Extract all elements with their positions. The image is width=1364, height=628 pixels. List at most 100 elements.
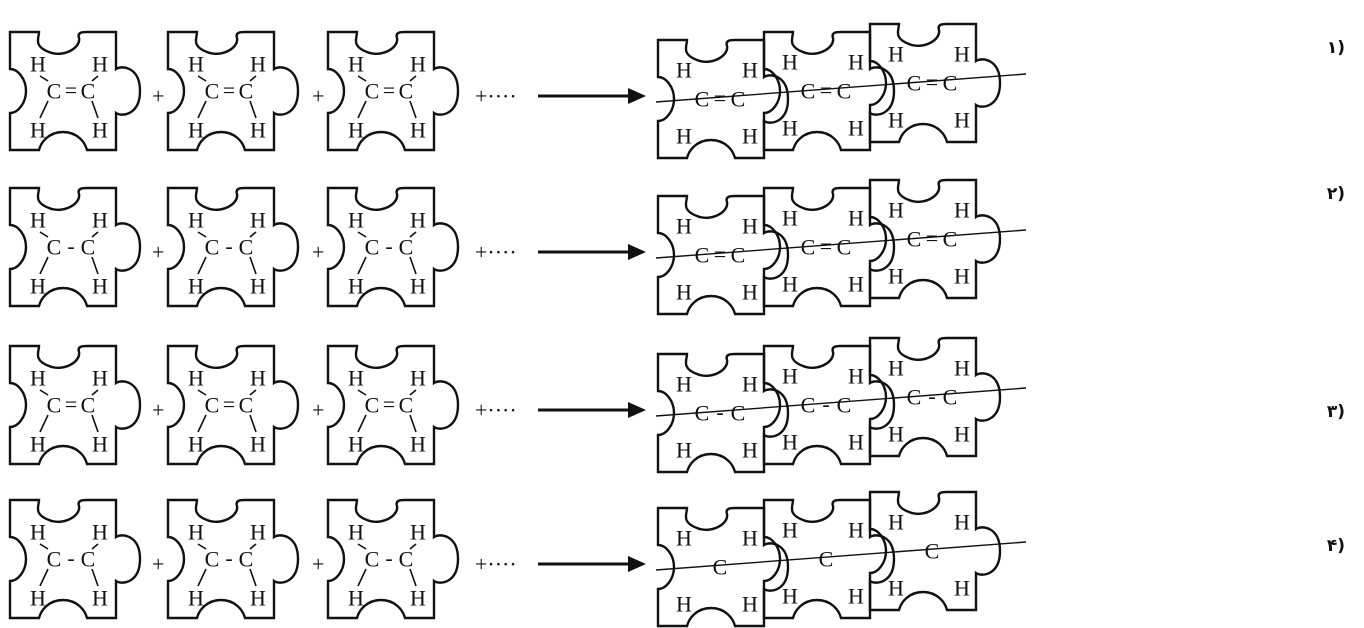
hydrogen-label: H [410, 208, 426, 233]
bond-symbol: - [67, 234, 74, 259]
hydrogen-label: H [188, 208, 204, 233]
bond-line [197, 231, 207, 238]
bond-symbol: - [225, 546, 232, 571]
carbon-label: C [399, 79, 414, 104]
polymer-piece [868, 490, 1002, 612]
chain-line [655, 541, 1027, 571]
bond-symbol: - [385, 546, 392, 571]
hydrogen-label: H [848, 518, 864, 543]
hydrogen-label: H [250, 274, 266, 299]
hydrogen-label: H [848, 116, 864, 141]
hydrogen-label: H [348, 208, 364, 233]
option-row: HHHHCC-+HHHHCC-+HHHHCC-+····HHHHCC=HHHHC… [8, 178, 1345, 316]
hydrogen-label: H [954, 108, 970, 133]
polymer-piece [762, 344, 896, 466]
carbon-label: C [81, 235, 96, 260]
hydrogen-label: H [92, 520, 108, 545]
bond-line [197, 389, 207, 396]
hydrogen-label: H [848, 584, 864, 609]
hydrogen-label: H [188, 274, 204, 299]
carbon-label: C [239, 393, 254, 418]
hydrogen-label: H [888, 264, 904, 289]
hydrogen-label: H [848, 50, 864, 75]
hydrogen-label: H [92, 432, 108, 457]
hydrogen-label: H [742, 124, 758, 149]
bond-line [197, 568, 207, 587]
carbon-label: C [205, 235, 220, 260]
hydrogen-label: H [888, 108, 904, 133]
polymer-piece [762, 186, 896, 308]
continuation-dots: +···· [475, 552, 517, 577]
plus-sign: + [312, 552, 324, 577]
hydrogen-label: H [676, 58, 692, 83]
bond-line [39, 100, 49, 119]
hydrogen-label: H [676, 280, 692, 305]
option-row: HHHHCC=+HHHHCC=+HHHHCC=+····HHHHCC-HHHHC… [8, 336, 1345, 474]
plus-sign: + [152, 552, 164, 577]
option-number: ۴) [1327, 536, 1345, 556]
hydrogen-label: H [30, 432, 46, 457]
bond-symbol: = [383, 78, 395, 103]
hydrogen-label: H [782, 364, 798, 389]
arrow-head [628, 556, 646, 572]
hydrogen-label: H [742, 438, 758, 463]
hydrogen-label: H [410, 586, 426, 611]
bond-line [409, 256, 417, 275]
hydrogen-label: H [92, 52, 108, 77]
carbon-label: C [925, 539, 940, 564]
arrow-head [628, 402, 646, 418]
hydrogen-label: H [676, 214, 692, 239]
carbon-label: C [205, 393, 220, 418]
option-number: ۲) [1327, 184, 1345, 204]
bond-line [409, 568, 417, 587]
bond-line [197, 100, 207, 119]
polymer-piece [656, 194, 790, 316]
continuation-dots: +···· [475, 240, 517, 265]
hydrogen-label: H [742, 372, 758, 397]
hydrogen-label: H [782, 116, 798, 141]
hydrogen-label: H [30, 118, 46, 143]
continuation-dots: +···· [475, 84, 517, 109]
bond-symbol: = [820, 234, 832, 259]
hydrogen-label: H [410, 118, 426, 143]
arrow-head [628, 88, 646, 104]
hydrogen-label: H [742, 214, 758, 239]
hydrogen-label: H [782, 430, 798, 455]
bond-line [357, 256, 367, 275]
polymer-piece [656, 352, 790, 474]
bond-line [39, 414, 49, 433]
hydrogen-label: H [410, 520, 426, 545]
bond-line [249, 256, 257, 275]
hydrogen-label: H [848, 430, 864, 455]
hydrogen-label: H [348, 118, 364, 143]
hydrogen-label: H [250, 432, 266, 457]
bond-symbol: - [822, 392, 829, 417]
bond-line [357, 100, 367, 119]
hydrogen-label: H [348, 586, 364, 611]
hydrogen-label: H [348, 432, 364, 457]
hydrogen-label: H [30, 366, 46, 391]
chain-line [655, 387, 1027, 417]
plus-sign: + [312, 84, 324, 109]
bond-symbol: = [223, 392, 235, 417]
bond-line [197, 543, 207, 550]
carbon-label: C [399, 393, 414, 418]
option-row: HHHHCC=+HHHHCC=+HHHHCC=+····HHHHCC=HHHHC… [8, 22, 1345, 160]
carbon-label: C [365, 547, 380, 572]
bond-line [91, 414, 99, 433]
chain-line [655, 73, 1027, 103]
carbon-label: C [365, 79, 380, 104]
hydrogen-label: H [676, 124, 692, 149]
hydrogen-label: H [410, 52, 426, 77]
bond-line [249, 414, 257, 433]
plus-sign: + [152, 240, 164, 265]
hydrogen-label: H [92, 366, 108, 391]
